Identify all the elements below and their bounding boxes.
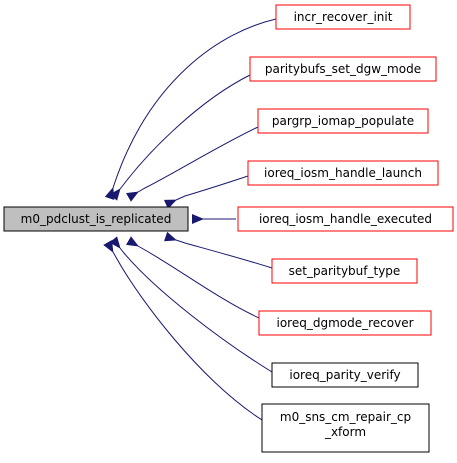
caller-node-label: ioreq_iosm_handle_launch (264, 166, 422, 180)
caller-node-box (237, 206, 454, 232)
call-edge (125, 126, 259, 202)
caller-node-box (261, 403, 430, 453)
root-node[interactable]: m0_pdclust_is_replicated (3, 206, 189, 232)
caller-node[interactable]: incr_recover_init (275, 4, 411, 30)
caller-node[interactable]: pargrp_iomap_populate (257, 108, 429, 134)
call-edge (125, 236, 260, 319)
caller-node-box (271, 362, 419, 388)
caller-node-box (247, 160, 439, 186)
call-edge (109, 236, 273, 373)
call-edges (103, 18, 277, 421)
caller-node-label: pargrp_iomap_populate (272, 114, 414, 128)
caller-node-label: ioreq_iosm_handle_executed (259, 212, 432, 226)
caller-node-label: incr_recover_init (294, 10, 393, 24)
call-edge (109, 74, 251, 201)
root-node-label: m0_pdclust_is_replicated (21, 212, 172, 226)
caller-node[interactable]: paritybufs_set_dgw_mode (249, 56, 437, 82)
caller-node-box (258, 310, 432, 336)
caller-node-label: ioreq_parity_verify (289, 368, 400, 382)
call-edge (163, 231, 273, 269)
caller-node-box (257, 108, 429, 134)
caller-node-label: _xform (324, 425, 366, 439)
caller-node-label: paritybufs_set_dgw_mode (265, 62, 421, 76)
caller-node-label: m0_sns_cm_repair_cp (280, 410, 411, 424)
call-edge (103, 239, 263, 421)
call-edge (104, 18, 277, 201)
caller-node-box (249, 56, 437, 82)
caller-node[interactable]: ioreq_iosm_handle_launch (247, 160, 439, 186)
caller-node[interactable]: set_paritybuf_type (271, 258, 418, 284)
call-edge (163, 175, 249, 210)
caller-node[interactable]: m0_sns_cm_repair_cp_xform (261, 403, 430, 453)
caller-node-box (275, 4, 411, 30)
call-nodes: m0_pdclust_is_replicated incr_recover_in… (3, 4, 454, 453)
caller-node[interactable]: ioreq_iosm_handle_executed (237, 206, 454, 232)
caller-node-label: ioreq_dgmode_recover (276, 316, 413, 330)
caller-node-box (271, 258, 418, 284)
caller-node[interactable]: ioreq_parity_verify (271, 362, 419, 388)
caller-node-label: set_paritybuf_type (289, 264, 401, 278)
caller-node[interactable]: ioreq_dgmode_recover (258, 310, 432, 336)
